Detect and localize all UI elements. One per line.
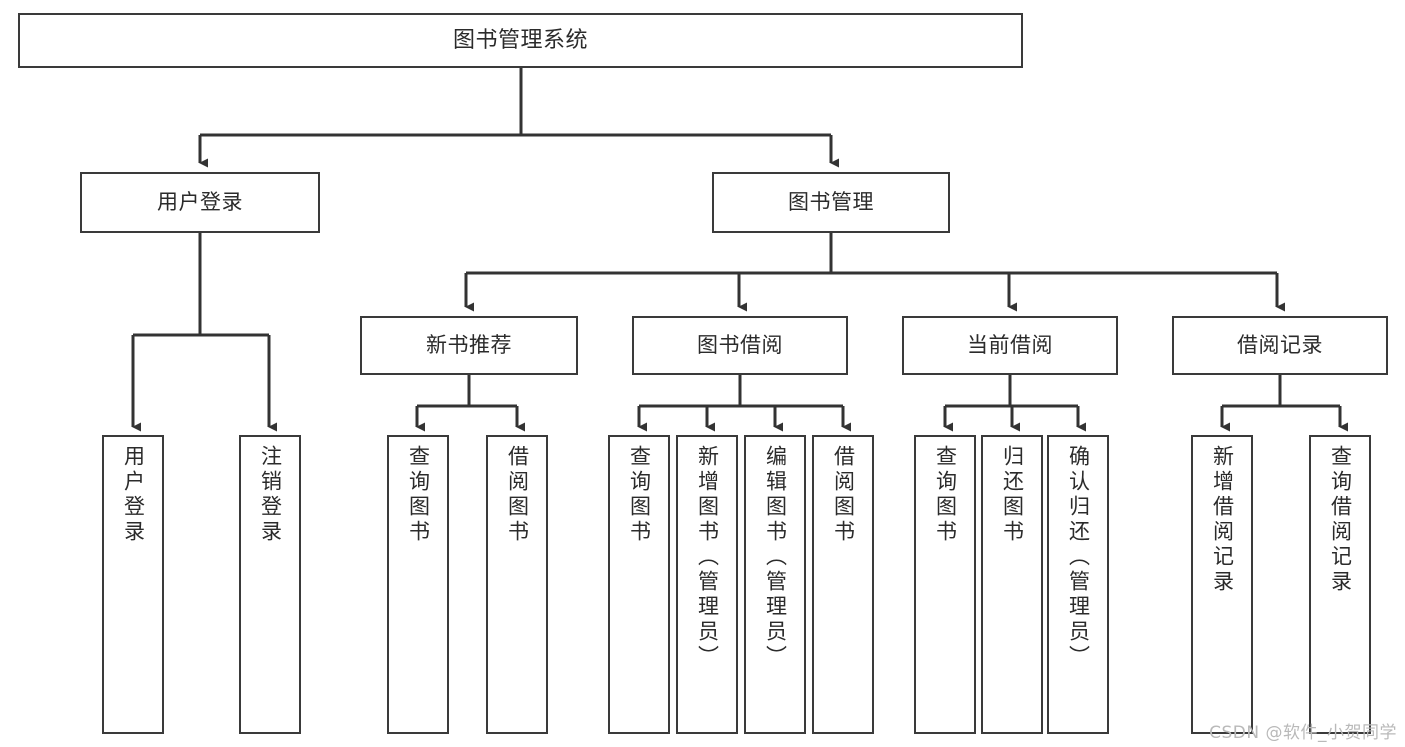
leaf-logout[interactable]: 注销登录 — [239, 435, 301, 734]
leaf-query-record-label: 查询借阅记录 — [1328, 445, 1353, 595]
leaf-return-book[interactable]: 归还图书 — [981, 435, 1043, 734]
node-new-book-recommend[interactable]: 新书推荐 — [360, 316, 578, 375]
leaf-return-book-label: 归还图书 — [1000, 445, 1025, 545]
node-borrow-record-label: 借阅记录 — [1237, 333, 1323, 358]
leaf-borrow-book-2-label: 借阅图书 — [831, 445, 856, 545]
node-user-login[interactable]: 用户登录 — [80, 172, 320, 233]
leaf-user-login-label: 用户登录 — [121, 445, 146, 545]
node-new-book-recommend-label: 新书推荐 — [426, 333, 512, 358]
node-book-manage-label: 图书管理 — [788, 190, 874, 215]
leaf-borrow-book-2[interactable]: 借阅图书 — [812, 435, 874, 734]
leaf-borrow-book-1-label: 借阅图书 — [505, 445, 530, 545]
leaf-confirm-return[interactable]: 确认归还（管理员） — [1047, 435, 1109, 734]
leaf-query-book-2-label: 查询图书 — [627, 445, 652, 545]
node-root-system[interactable]: 图书管理系统 — [18, 13, 1023, 68]
leaf-query-record[interactable]: 查询借阅记录 — [1309, 435, 1371, 734]
node-current-borrow[interactable]: 当前借阅 — [902, 316, 1118, 375]
leaf-query-book-3-label: 查询图书 — [933, 445, 958, 545]
node-current-borrow-label: 当前借阅 — [967, 333, 1053, 358]
leaf-confirm-return-label: 确认归还（管理员） — [1066, 445, 1091, 670]
node-root-system-label: 图书管理系统 — [452, 27, 588, 53]
leaf-query-book-3[interactable]: 查询图书 — [914, 435, 976, 734]
leaf-edit-book[interactable]: 编辑图书（管理员） — [744, 435, 806, 734]
leaf-add-book-label: 新增图书（管理员） — [695, 445, 720, 670]
leaf-user-login[interactable]: 用户登录 — [102, 435, 164, 734]
node-book-manage[interactable]: 图书管理 — [712, 172, 950, 233]
leaf-edit-book-label: 编辑图书（管理员） — [763, 445, 788, 670]
node-borrow-record[interactable]: 借阅记录 — [1172, 316, 1388, 375]
leaf-add-book[interactable]: 新增图书（管理员） — [676, 435, 738, 734]
node-book-borrow-label: 图书借阅 — [697, 333, 783, 358]
leaf-add-record-label: 新增借阅记录 — [1210, 445, 1235, 595]
leaf-borrow-book-1[interactable]: 借阅图书 — [486, 435, 548, 734]
node-user-login-label: 用户登录 — [157, 190, 243, 215]
leaf-query-book-1[interactable]: 查询图书 — [387, 435, 449, 734]
watermark-text: CSDN @软件_小贺同学 — [1209, 723, 1397, 743]
leaf-query-book-1-label: 查询图书 — [406, 445, 431, 545]
node-book-borrow[interactable]: 图书借阅 — [632, 316, 848, 375]
leaf-logout-label: 注销登录 — [258, 445, 283, 545]
leaf-add-record[interactable]: 新增借阅记录 — [1191, 435, 1253, 734]
leaf-query-book-2[interactable]: 查询图书 — [608, 435, 670, 734]
